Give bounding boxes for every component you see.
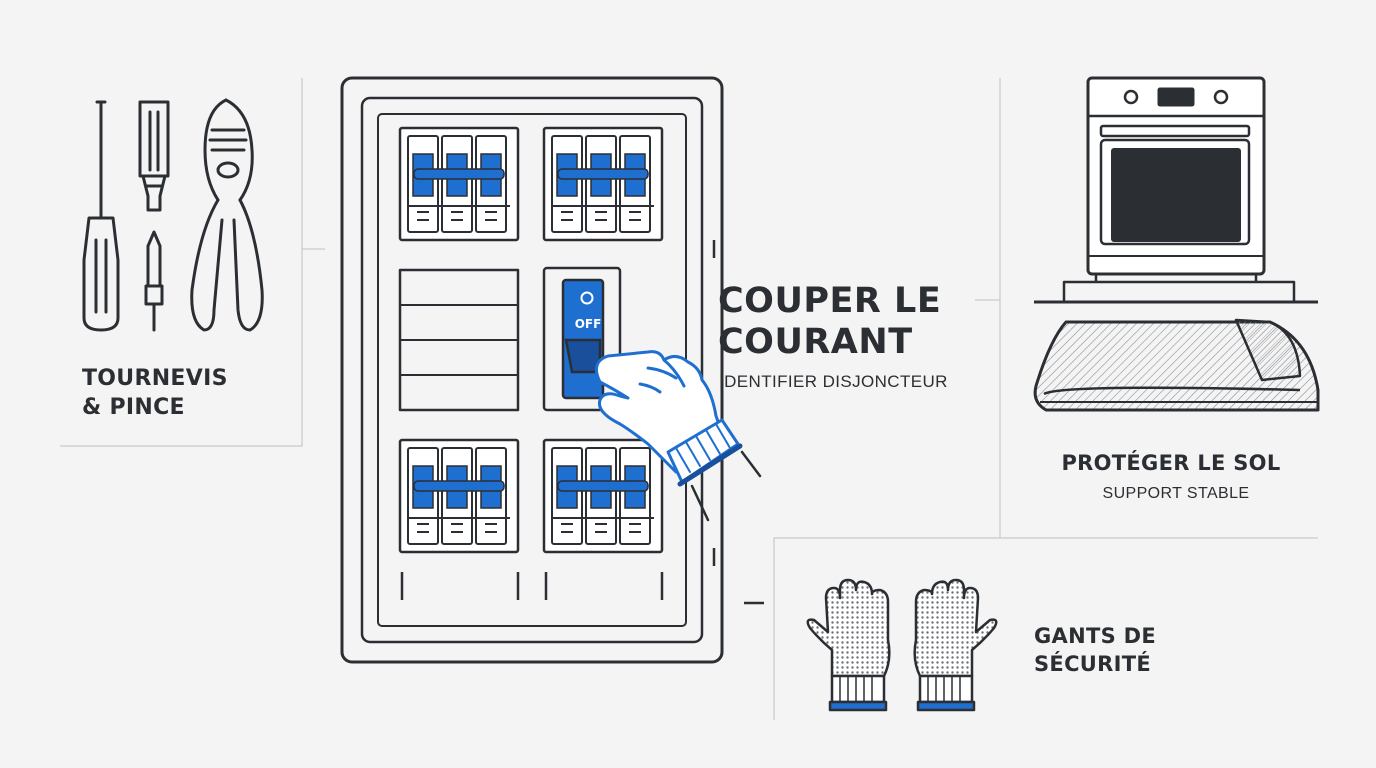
main-switch[interactable]: OFF xyxy=(542,266,622,412)
power-title: COUPER LE COURANT xyxy=(718,281,941,363)
frame-lines xyxy=(60,78,1318,720)
gloves-title-line2: SÉCURITÉ xyxy=(1034,652,1151,676)
oven-icon xyxy=(1086,76,1266,282)
pliers-icon xyxy=(190,98,264,332)
breaker-pole xyxy=(551,447,583,545)
breaker-bar xyxy=(557,168,649,180)
power-subtitle: IDENTIFIER DISJONCTEUR xyxy=(719,372,948,391)
tools-frame xyxy=(60,78,303,447)
breaker-pole xyxy=(619,447,651,545)
screwdriver-bits-icon xyxy=(138,100,170,332)
breaker-pole xyxy=(619,135,651,233)
floor-subtitle: SUPPORT STABLE xyxy=(1102,485,1250,502)
breaker-pole xyxy=(407,447,439,545)
gloves-frame xyxy=(773,537,1318,720)
breaker-pole xyxy=(441,135,473,233)
tools-title-line1: TOURNEVIS xyxy=(82,366,228,391)
gloves-icon xyxy=(806,578,998,712)
breaker-pole xyxy=(407,135,439,233)
gloves-title: GANTS DE SÉCURITÉ xyxy=(1034,622,1156,678)
breaker-pole xyxy=(475,135,507,233)
floor-title: PROTÉGER LE SOL xyxy=(1061,451,1281,475)
tools-title: TOURNEVIS & PINCE xyxy=(82,364,228,422)
floor-platform xyxy=(1034,280,1318,304)
breaker-module-top-left xyxy=(398,126,520,242)
breaker-bar xyxy=(413,168,505,180)
gloves-title-line1: GANTS DE xyxy=(1034,624,1157,648)
hand-icon xyxy=(594,350,762,522)
breaker-pole xyxy=(551,135,583,233)
breaker-module-top-right xyxy=(542,126,664,242)
breaker-pole xyxy=(585,447,617,545)
switch-mark-icon xyxy=(580,291,594,305)
breaker-bar xyxy=(413,480,505,492)
switch-state-label: OFF xyxy=(575,317,602,331)
breaker-pole xyxy=(441,447,473,545)
tools-title-line2: & PINCE xyxy=(82,395,185,420)
screwdriver-icon xyxy=(82,100,120,332)
power-title-line2: COURANT xyxy=(718,322,913,362)
floor-mat-icon xyxy=(1033,318,1320,412)
left-glove xyxy=(806,578,891,678)
breaker-bar xyxy=(557,480,649,492)
breaker-pole xyxy=(585,135,617,233)
breaker-pole xyxy=(475,447,507,545)
breaker-module-bottom-left xyxy=(398,438,520,554)
right-glove xyxy=(913,578,998,678)
breaker-module-bottom-right xyxy=(542,438,664,554)
power-title-line1: COUPER LE xyxy=(718,281,942,321)
